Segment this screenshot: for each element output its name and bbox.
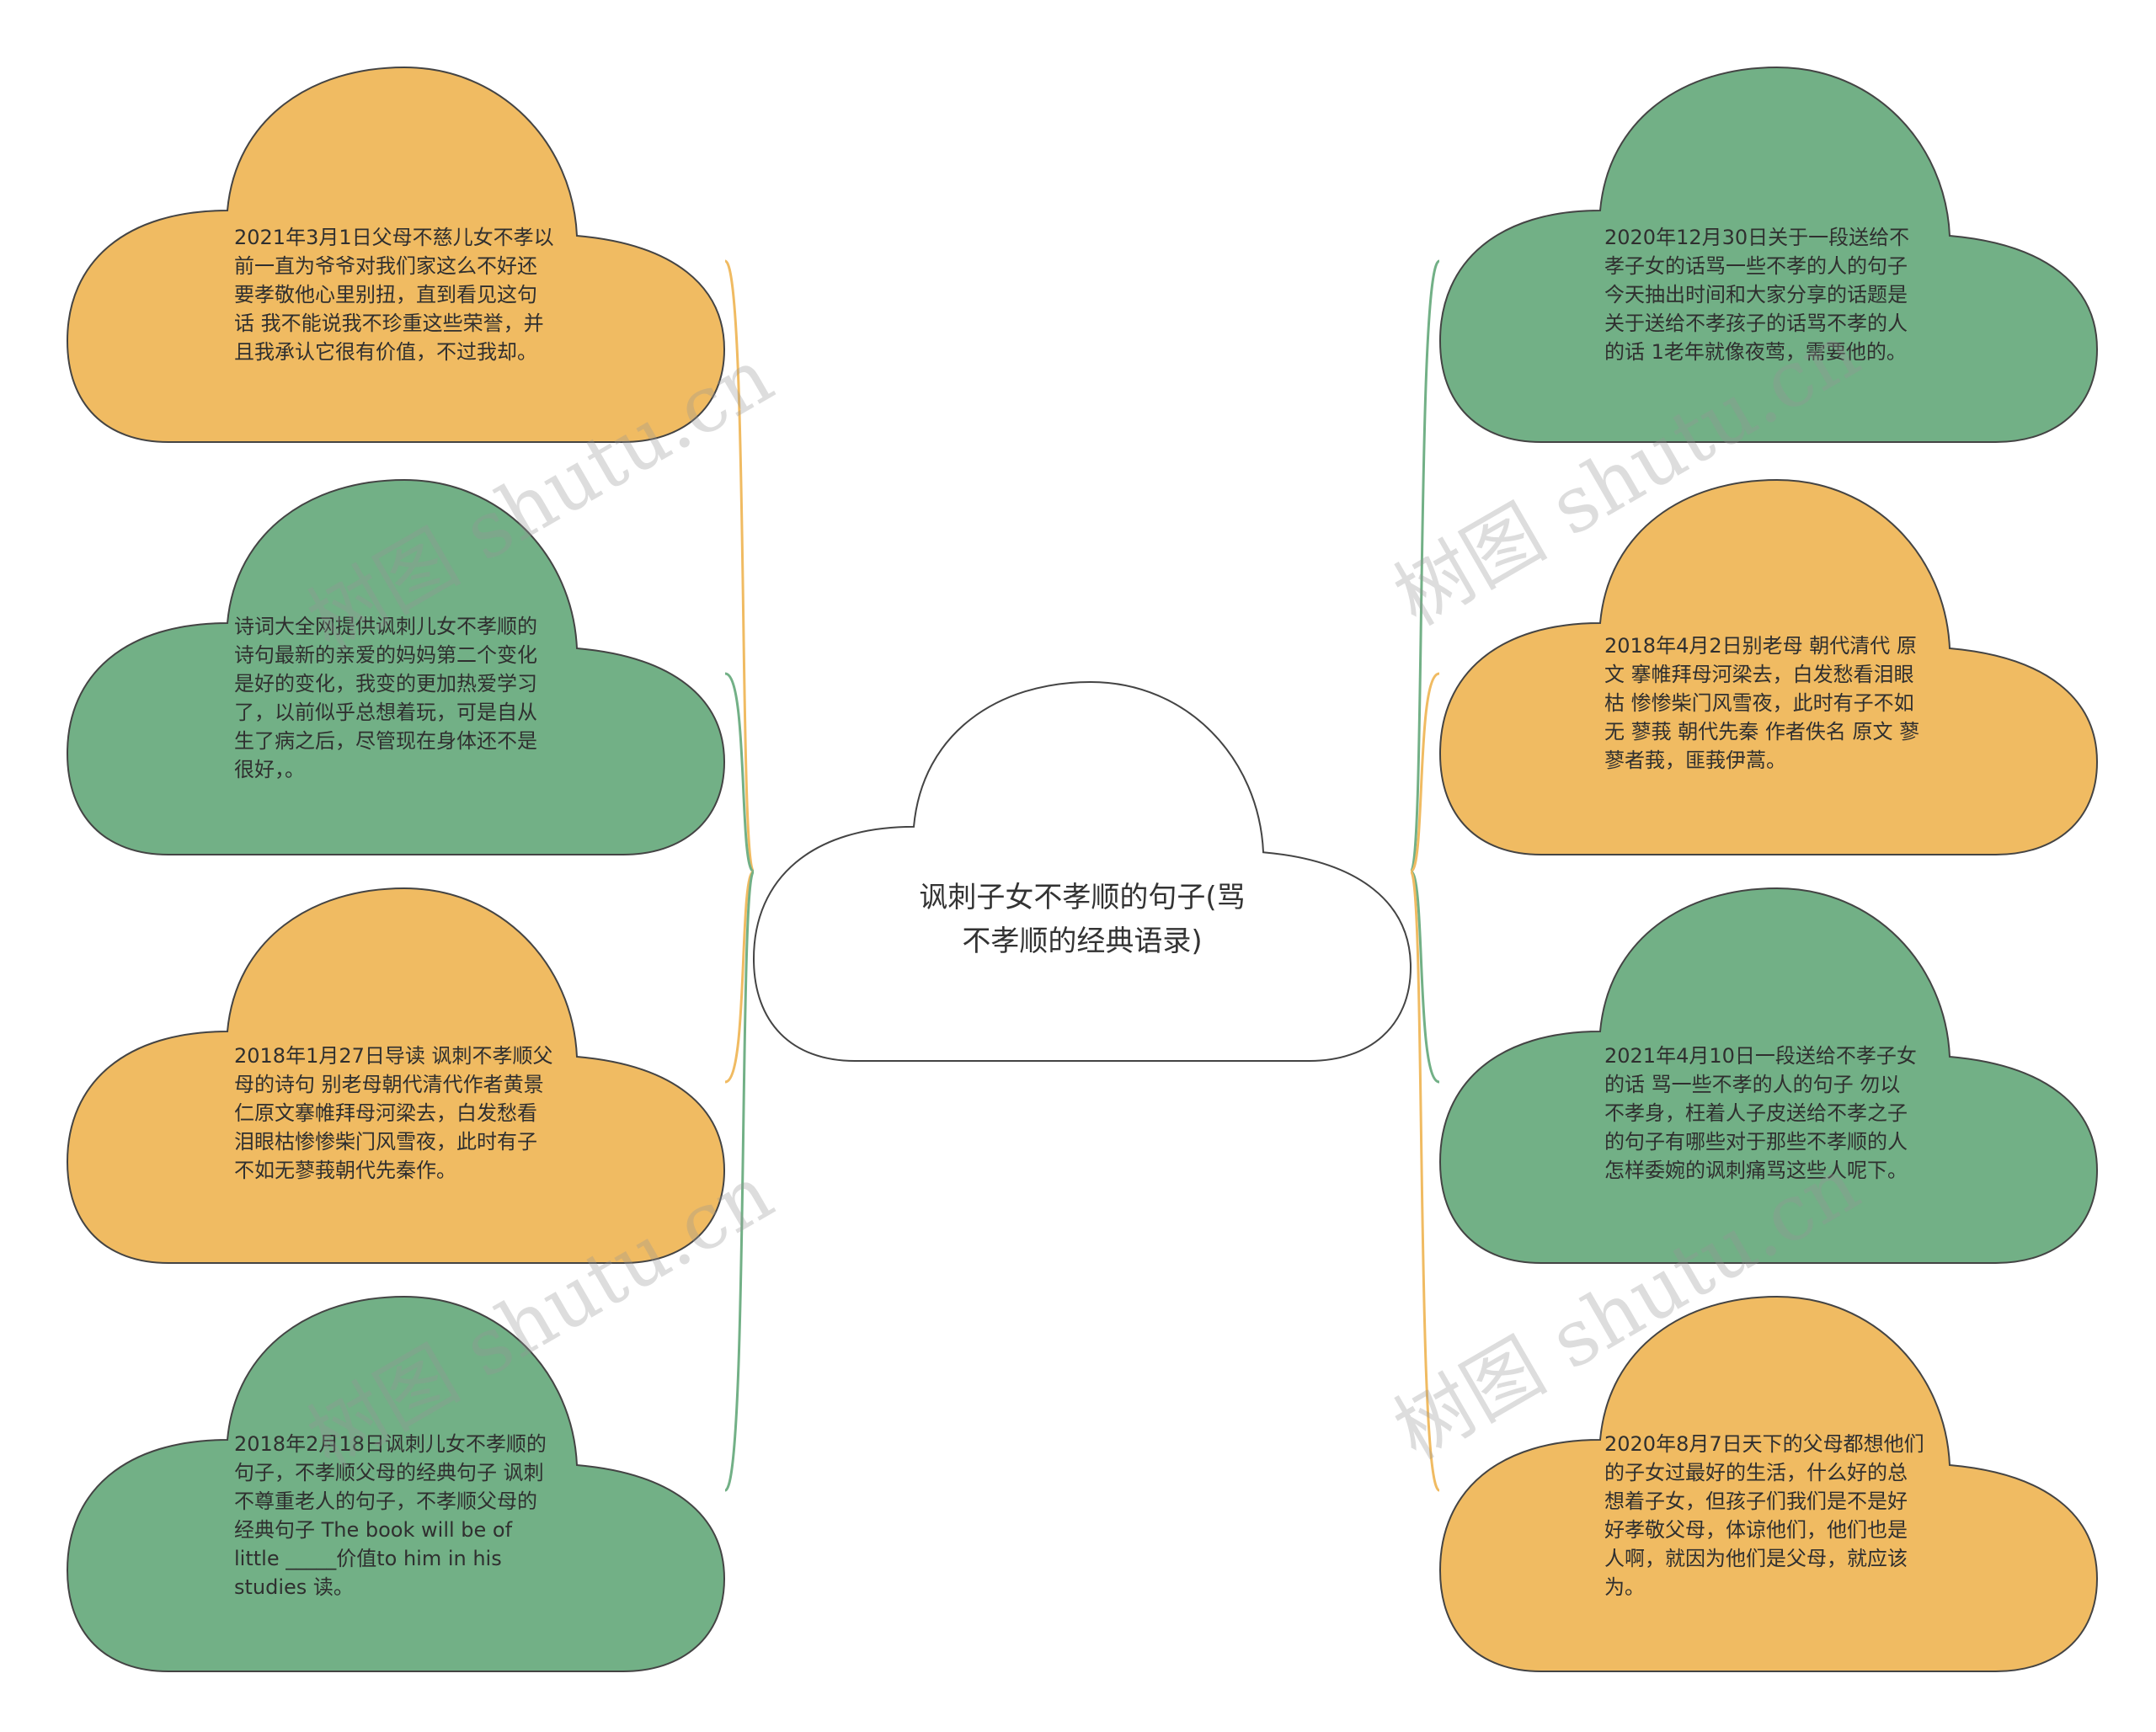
cloud-node-left-4[interactable]	[66, 1295, 726, 1672]
connector-lines	[723, 259, 1441, 1492]
cloud-node-right-3[interactable]	[1438, 887, 2099, 1264]
connector-left-4	[723, 870, 755, 1492]
node-text-right-3: 2021年4月10日一段送给不孝子女 的话 骂一些不孝的人的句子 勿以 不孝身，…	[1604, 1044, 1917, 1182]
connector-left-3	[724, 870, 755, 1084]
cloud-node-left-2[interactable]	[66, 478, 726, 855]
node-text-right-2: 2018年4月2日别老母 朝代清代 原 文 搴帷拜母河梁去，白发愁看泪眼 枯 惨…	[1604, 634, 1920, 772]
cloud-node-right-2[interactable]	[1438, 478, 2099, 855]
cloud-node-right-1[interactable]	[1438, 66, 2099, 443]
cloud-node-right-4[interactable]	[1438, 1295, 2099, 1672]
center-topic-text: 讽刺子女不孝顺的句子(骂 不孝顺的经典语录)	[919, 881, 1246, 958]
node-text-left-2: 诗词大全网提供讽刺儿女不孝顺的 诗句最新的亲爱的妈妈第二个变化 是好的变化，我变…	[234, 615, 537, 781]
connector-right-1	[1409, 259, 1441, 873]
cloud-nodes	[66, 66, 2099, 1672]
node-text-left-3: 2018年1月27日导读 讽刺不孝顺父 母的诗句 别老母朝代清代作者黄景 仁原文…	[234, 1044, 553, 1182]
node-text-right-4: 2020年8月7日天下的父母都想他们 的子女过最好的生活，什么好的总 想着子女，…	[1604, 1432, 1924, 1599]
node-text-left-4: 2018年2月18日讽刺儿女不孝顺的 句子，不孝顺父母的经典句子 讽刺 不尊重老…	[234, 1432, 547, 1599]
cloud-node-left-1[interactable]	[66, 66, 726, 443]
cloud-node-left-3[interactable]	[66, 887, 726, 1264]
connector-left-1	[723, 259, 755, 873]
node-text-right-1: 2020年12月30日关于一段送给不 孝子女的话骂一些不孝的人的句子 今天抽出时…	[1604, 226, 1910, 364]
connector-right-4	[1409, 870, 1441, 1492]
connector-left-2	[724, 672, 755, 873]
connector-right-2	[1409, 672, 1440, 873]
connector-right-3	[1409, 870, 1440, 1084]
center-cloud[interactable]	[752, 680, 1412, 1062]
node-text-left-1: 2021年3月1日父母不慈儿女不孝以 前一直为爷爷对我们家这么不好还 要孝敬他心…	[234, 226, 554, 364]
